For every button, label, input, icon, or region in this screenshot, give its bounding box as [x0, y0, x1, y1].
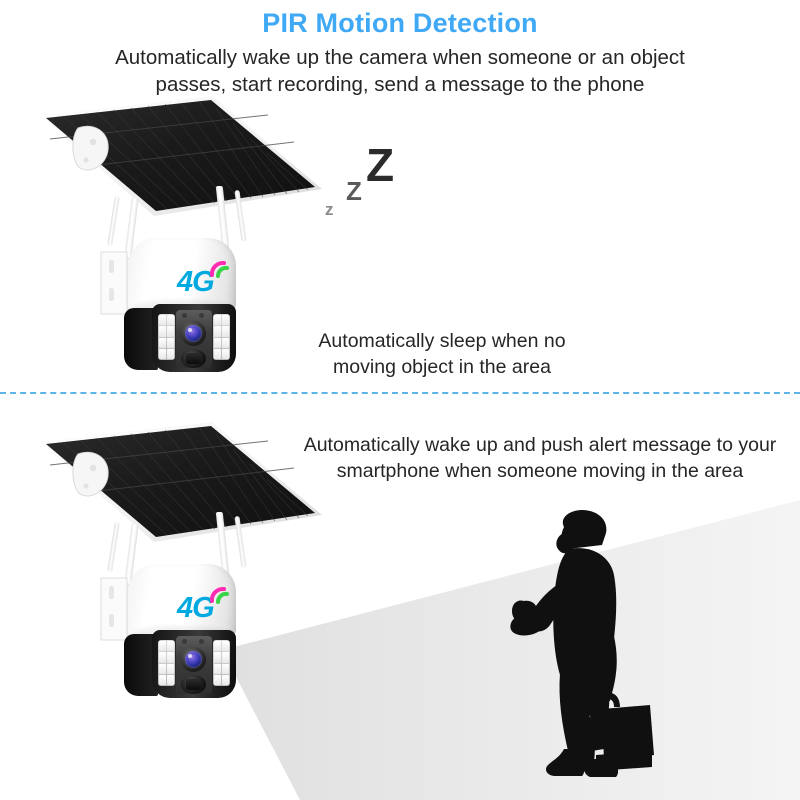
ir-led [159, 652, 166, 663]
camera-lens-top [185, 325, 202, 342]
light-sensor-top [182, 313, 187, 318]
ir-led [159, 663, 166, 674]
light-sensor-bottom [182, 639, 187, 644]
ir-led [159, 326, 166, 337]
sleep-z-large: Z [366, 139, 395, 191]
wake-caption-line-1: Automatically wake up and push alert mes… [303, 434, 777, 456]
pir-window-bottom [186, 679, 201, 690]
ir-led [159, 337, 166, 348]
solar-panel-graphic [40, 96, 322, 216]
ir-led [214, 326, 221, 337]
ir-led [214, 315, 221, 326]
ir-led-array-right-bottom [213, 640, 230, 686]
ir-led [214, 348, 221, 359]
ir-led [167, 652, 174, 663]
wake-caption-line-2: smartphone when someone moving in the ar… [336, 460, 744, 482]
ir-led [222, 663, 229, 674]
ir-led [167, 674, 174, 685]
page-subtitle-line-2: passes, start recording, send a message … [155, 73, 645, 96]
sleep-z-medium: Z [346, 176, 362, 206]
ir-led-array-left-bottom [158, 640, 175, 686]
sleep-caption-line-1: Automatically sleep when no [318, 330, 566, 352]
ir-led [159, 348, 166, 359]
ir-led [222, 315, 229, 326]
solar-panel-graphic [40, 422, 322, 542]
ir-led [167, 326, 174, 337]
pir-detection-cone [222, 500, 800, 800]
ir-led [159, 315, 166, 326]
ir-led [222, 348, 229, 359]
sleep-caption: Automatically sleep when no moving objec… [282, 328, 602, 380]
lens-highlight-top [188, 328, 192, 332]
ir-led [214, 674, 221, 685]
ir-led [159, 674, 166, 685]
ir-led-array-right-top [213, 314, 230, 360]
camera-lens-bottom [185, 651, 202, 668]
wake-caption: Automatically wake up and push alert mes… [290, 432, 790, 484]
ir-led [222, 652, 229, 663]
ir-led [167, 315, 174, 326]
ir-led [222, 641, 229, 652]
page-subtitle: Automatically wake up the camera when so… [0, 44, 800, 98]
ir-led [222, 326, 229, 337]
ir-led [167, 663, 174, 674]
intruder-silhouette [510, 509, 654, 777]
signal-arc-icon-bottom [209, 586, 229, 604]
ir-led [214, 337, 221, 348]
ir-led [167, 641, 174, 652]
page-subtitle-line-1: Automatically wake up the camera when so… [115, 46, 685, 69]
solar-panel-bottom [36, 418, 326, 548]
mic-hole-bottom [199, 639, 204, 644]
mic-hole-top [199, 313, 204, 318]
page-title: PIR Motion Detection [262, 8, 538, 38]
section-divider [0, 392, 800, 394]
badge-4g-top: 4G [177, 266, 215, 298]
ir-led [167, 337, 174, 348]
badge-4g-bottom: 4G [177, 592, 215, 624]
sleep-caption-line-2: moving object in the area [333, 356, 551, 378]
panel-mount-bracket-top [72, 125, 109, 171]
lens-highlight-bottom [188, 654, 192, 658]
signal-arc-icon-top [209, 260, 229, 278]
ir-led [214, 641, 221, 652]
panel-mount-bracket-bottom [72, 451, 109, 497]
ir-led [159, 641, 166, 652]
solar-panel-top [36, 92, 326, 222]
pir-window-top [186, 353, 201, 364]
ir-led [167, 348, 174, 359]
ir-led [214, 663, 221, 674]
ir-led-array-left-top [158, 314, 175, 360]
ir-led [222, 674, 229, 685]
sleep-z-small: z [325, 200, 334, 219]
ir-led [222, 337, 229, 348]
ir-led [214, 652, 221, 663]
